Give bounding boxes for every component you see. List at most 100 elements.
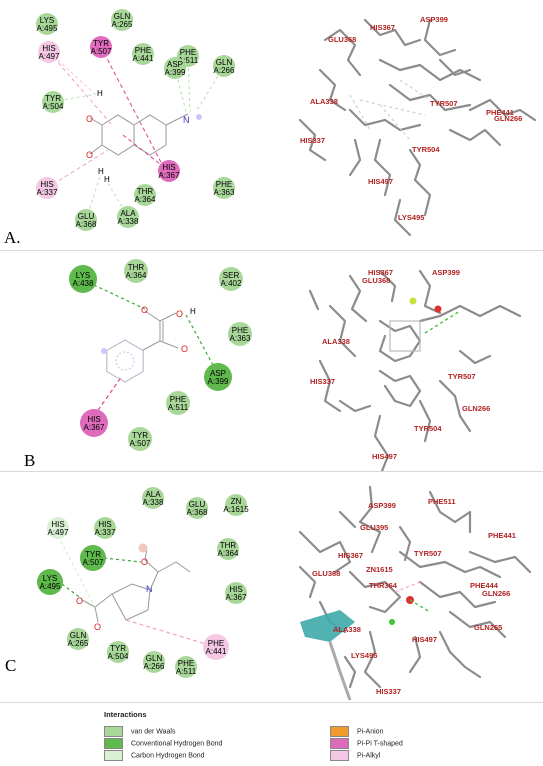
atom-label: O <box>176 309 183 319</box>
zinc-ion <box>389 619 395 625</box>
residue-stick <box>308 289 320 311</box>
interaction-3d-line <box>399 79 431 101</box>
residue-name: PHE <box>135 46 151 55</box>
atom-label: H <box>104 175 110 184</box>
residue-circle <box>80 545 106 571</box>
residue-name: ALA <box>120 209 136 218</box>
residue-circle <box>186 497 208 519</box>
residue-3d-label: GLU368 <box>328 35 356 44</box>
residue-name: GLU <box>189 500 206 509</box>
residue-number: A:507 <box>91 47 112 56</box>
residue-stick <box>468 550 532 574</box>
residue-3d-label: HIS367 <box>370 23 395 32</box>
pi-interaction-line <box>93 375 123 417</box>
residue-circle <box>38 41 60 63</box>
residue-3d-label: GLU395 <box>360 523 388 532</box>
residue-name: HIS <box>229 585 242 594</box>
residue-circle <box>134 184 156 206</box>
residue-circle <box>225 494 247 516</box>
ligand-3d-atom <box>409 297 417 305</box>
residue-stick <box>408 148 432 217</box>
residue-stick <box>438 379 472 433</box>
ligand-bond <box>142 340 161 351</box>
residue-circle <box>217 538 239 560</box>
residue-3d-label: GLN266 <box>462 404 490 413</box>
residue-stick <box>328 304 357 358</box>
residue-name: LYS <box>76 271 91 280</box>
residue-name: PHE <box>178 659 194 668</box>
residue-name: GLN <box>114 12 131 21</box>
residue-number: A:364 <box>126 271 147 280</box>
residue-number: A:367 <box>84 423 105 432</box>
residue-circle <box>80 409 108 437</box>
residue-stick <box>373 138 392 197</box>
residue-stick <box>298 530 352 574</box>
legend-label: Pi-Pi T-shaped <box>357 740 403 748</box>
residue-stick <box>378 58 482 82</box>
residue-stick <box>418 304 522 323</box>
atom-label: O <box>76 596 83 606</box>
residue-name: THR <box>220 541 237 550</box>
residue-circle <box>75 209 97 231</box>
interactions-legend: Interactions van der Waals Conventional … <box>100 708 500 764</box>
h-bond-3d-line <box>409 599 431 613</box>
residue-number: A:337 <box>95 528 116 537</box>
pi-alkyl-line <box>48 51 113 126</box>
residue-circle <box>128 427 152 451</box>
panel-c-label: C <box>5 656 17 675</box>
atom-label: O <box>86 114 93 124</box>
legend-swatch <box>330 726 349 737</box>
legend-title: Interactions <box>104 710 147 719</box>
residue-circle <box>37 569 63 595</box>
residue-name: GLU <box>78 212 95 221</box>
h-bond-line <box>185 314 215 368</box>
residue-stick <box>348 274 368 323</box>
residue-3d-label: TYR504 <box>414 424 442 433</box>
residue-name: TYR <box>132 431 148 440</box>
residue-name: THR <box>128 263 145 272</box>
pi-alkyl-line <box>46 149 109 189</box>
residue-number: A:441 <box>206 647 227 656</box>
residue-circle <box>158 160 180 182</box>
residue-number: A:495 <box>37 24 58 33</box>
residue-number: A:367 <box>159 171 180 180</box>
residue-name: HIS <box>87 415 100 424</box>
residue-stick <box>468 98 537 122</box>
residue-stick <box>438 58 472 77</box>
legend-swatch <box>104 738 123 749</box>
residue-name: PHE <box>180 48 196 57</box>
ligand-bond <box>149 571 159 591</box>
residue-stick <box>448 610 507 639</box>
residue-name: GLN <box>70 631 87 640</box>
h-bond-line <box>103 557 142 563</box>
ligand-3d-box <box>389 320 421 352</box>
atom-label: N <box>146 584 153 594</box>
atom-label: O <box>86 150 93 160</box>
legend-item: Carbon Hydrogen Bond <box>104 750 205 761</box>
ligand-bond <box>144 310 161 322</box>
legend-swatch <box>330 738 349 749</box>
atom-label: O <box>141 305 148 315</box>
residue-3d-label: GLN265 <box>474 623 502 632</box>
residue-number: A:265 <box>68 639 89 648</box>
h-bond-3d-line <box>424 310 461 334</box>
atom-label: O <box>141 557 148 567</box>
residue-3d-label: GLU368 <box>362 276 390 285</box>
residue-circle <box>36 177 58 199</box>
residue-stick <box>363 18 422 47</box>
residue-number: A:497 <box>48 528 69 537</box>
residue-stick <box>298 565 317 599</box>
residue-stick <box>373 414 390 471</box>
residue-name: TYR <box>93 39 109 48</box>
